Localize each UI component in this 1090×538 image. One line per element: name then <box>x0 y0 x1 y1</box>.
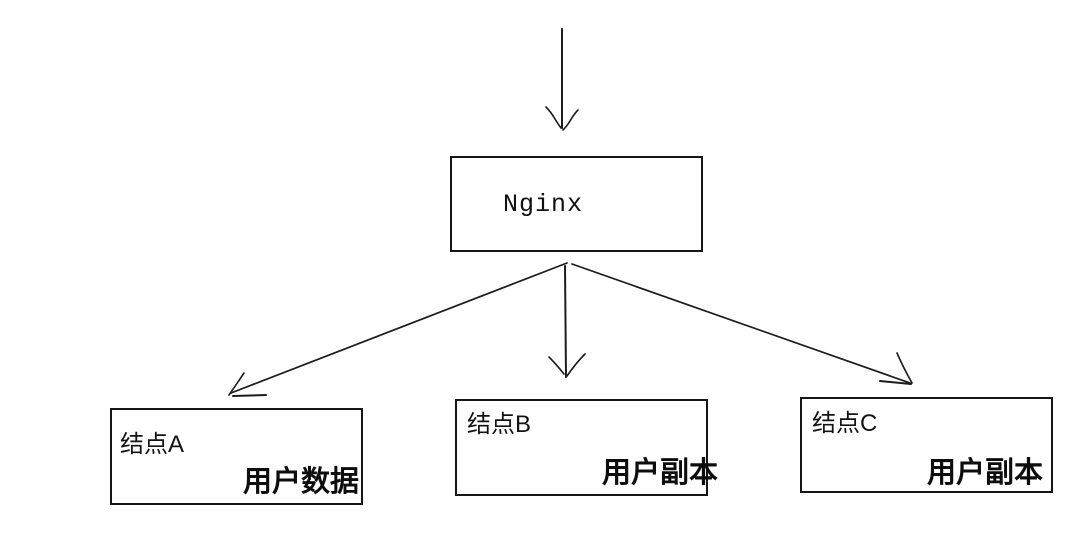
arrow-nginx-to-node-c <box>571 263 913 385</box>
arrow-shaft <box>571 263 911 384</box>
arrow-shaft <box>230 262 568 394</box>
node-b: 结点B 用户副本 <box>455 399 718 496</box>
node-a-sublabel: 用户数据 <box>242 466 359 498</box>
node-a-label: 结点A <box>120 431 185 458</box>
node-c-label: 结点C <box>812 410 878 437</box>
node-c-sublabel: 用户副本 <box>926 457 1043 489</box>
arrow-inbound-to-nginx <box>545 28 579 131</box>
arrowhead-barb <box>228 372 245 396</box>
node-b-label: 结点B <box>467 411 532 438</box>
node-b-sublabel: 用户副本 <box>601 457 718 489</box>
node-nginx-label: Nginx <box>503 190 584 219</box>
arrowhead-barb <box>545 106 562 129</box>
arrowhead-dash <box>232 394 267 397</box>
node-c: 结点C 用户副本 <box>800 397 1053 493</box>
node-a: 结点A 用户数据 <box>110 408 363 505</box>
arrow-nginx-to-node-a <box>228 262 568 397</box>
arrow-nginx-to-node-b <box>548 265 586 378</box>
arrowhead-barb <box>548 356 565 375</box>
arrow-shaft <box>564 265 567 378</box>
arrowhead-barb <box>562 109 579 131</box>
arrowhead-barb <box>896 352 913 384</box>
node-nginx: Nginx <box>450 156 703 252</box>
arrowhead-dash <box>879 380 912 385</box>
arrowhead-barb <box>566 353 586 377</box>
